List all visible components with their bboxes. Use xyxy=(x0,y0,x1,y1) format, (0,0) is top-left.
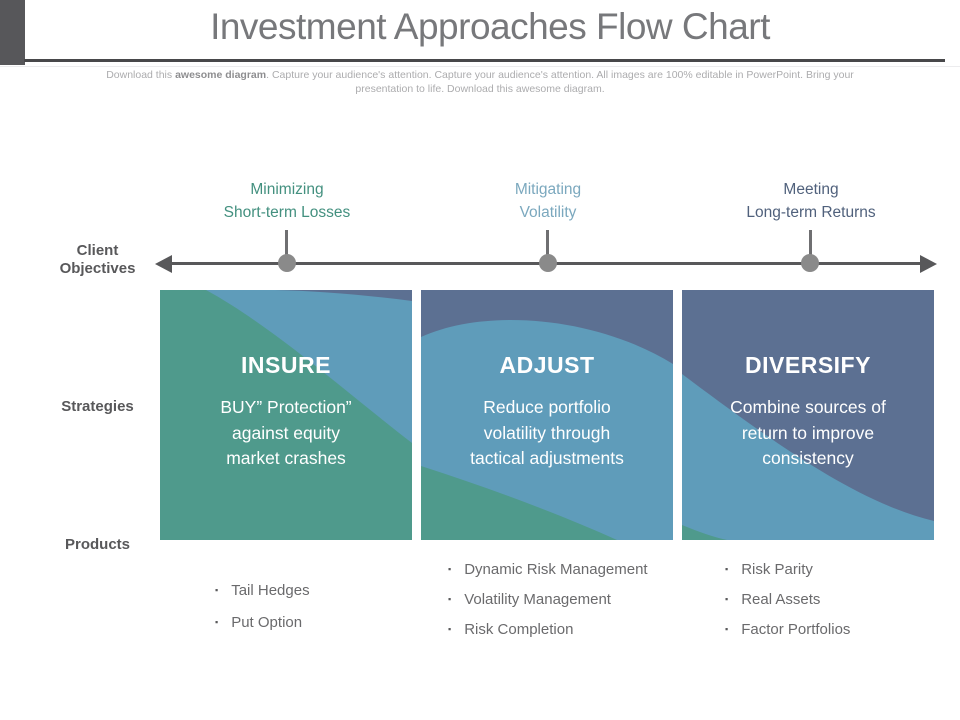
objective-line1: Meeting xyxy=(783,181,839,198)
list-item-label: Factor Portfolios xyxy=(741,621,851,638)
desc-line: Reduce portfolio xyxy=(483,397,611,417)
bullet-icon: ▪ xyxy=(448,624,452,634)
objective-line2: Volatility xyxy=(519,204,577,221)
strategy-card-insure: INSURE BUY” Protection” against equity m… xyxy=(160,290,412,540)
list-item-label: Put Option xyxy=(231,614,303,631)
arrow-left-icon xyxy=(155,255,172,273)
desc-line: market crashes xyxy=(226,448,346,468)
card-title: DIVERSIFY xyxy=(745,352,871,378)
bullet-icon: ▪ xyxy=(448,594,452,604)
list-item: ▪ Tail Hedges xyxy=(215,582,310,599)
bullet-icon: ▪ xyxy=(725,594,729,604)
page-title: Investment Approaches Flow Chart xyxy=(210,6,770,47)
card-title: ADJUST xyxy=(499,352,595,378)
objective-line2: Long-term Returns xyxy=(746,204,876,221)
timeline-connector xyxy=(285,230,288,256)
wave-shape xyxy=(682,525,727,540)
list-item-label: Volatility Management xyxy=(464,591,611,608)
list-item: ▪ Volatility Management xyxy=(448,591,648,608)
list-item: ▪ Risk Completion xyxy=(448,621,648,638)
wave-shape xyxy=(275,290,412,301)
objective-label-mitigating: Mitigating Volatility xyxy=(428,178,668,224)
list-item: ▪ Factor Portfolios xyxy=(725,621,850,638)
arrow-right-icon xyxy=(920,255,937,273)
card-content: DIVERSIFY Combine sources of return to i… xyxy=(682,290,934,472)
bullet-icon: ▪ xyxy=(725,624,729,634)
objective-line1: Mitigating xyxy=(514,181,582,198)
list-item-label: Risk Parity xyxy=(741,561,813,578)
subtitle-bold: awesome diagram xyxy=(175,69,267,81)
subtitle-part2: . Capture your audience's attention. Cap… xyxy=(266,69,854,95)
timeline-dot xyxy=(539,254,557,272)
bullet-icon: ▪ xyxy=(725,564,729,574)
objective-line1: Minimizing xyxy=(250,181,324,198)
row-label-products: Products xyxy=(64,536,130,553)
card-description: Combine sources of return to improve con… xyxy=(682,395,934,472)
timeline-connector xyxy=(809,230,812,256)
wave-shape xyxy=(206,290,412,443)
products-list-insure: ▪ Tail Hedges ▪ Put Option xyxy=(215,582,310,646)
products-list-adjust: ▪ Dynamic Risk Management ▪ Volatility Man… xyxy=(448,561,648,651)
corner-accent-bar xyxy=(0,0,25,65)
card-description: BUY” Protection” against equity market c… xyxy=(160,395,412,472)
list-item-label: Real Assets xyxy=(741,591,821,608)
bullet-icon: ▪ xyxy=(215,585,219,595)
row-label-strategies: Strategies xyxy=(61,398,134,415)
card-description: Reduce portfolio volatility through tact… xyxy=(421,395,673,472)
title-underline xyxy=(24,59,945,62)
card-wave-graphic xyxy=(421,290,673,540)
desc-line: against equity xyxy=(232,422,340,443)
subtitle: Download this awesome diagram. Capture y… xyxy=(100,69,860,96)
subtitle-part1: Download this xyxy=(106,69,176,81)
wave-shape xyxy=(421,290,673,364)
card-wave-graphic xyxy=(682,374,934,540)
strategy-card-adjust: ADJUST Reduce portfolio volatility throu… xyxy=(421,290,673,540)
list-item-label: Dynamic Risk Management xyxy=(464,561,648,578)
row-label-line: Client xyxy=(76,242,119,259)
list-item: ▪ Risk Parity xyxy=(725,561,850,578)
timeline-connector xyxy=(546,230,549,256)
products-list-diversify: ▪ Risk Parity ▪ Real Assets ▪ Factor Portfo… xyxy=(725,561,850,651)
wave-shape xyxy=(682,374,934,540)
list-item-label: Risk Completion xyxy=(464,621,574,638)
card-content: INSURE BUY” Protection” against equity m… xyxy=(160,290,412,472)
list-item: ▪ Real Assets xyxy=(725,591,850,608)
card-wave-graphic xyxy=(206,290,412,443)
bullet-icon: ▪ xyxy=(448,564,452,574)
timeline-dot xyxy=(801,254,819,272)
card-content: ADJUST Reduce portfolio volatility throu… xyxy=(421,290,673,472)
row-label-line: Objectives xyxy=(59,259,136,277)
strategy-card-diversify: DIVERSIFY Combine sources of return to i… xyxy=(682,290,934,540)
header-divider xyxy=(0,66,960,67)
timeline-dot xyxy=(278,254,296,272)
objective-label-meeting: Meeting Long-term Returns xyxy=(691,178,931,224)
desc-line: BUY” Protection” xyxy=(220,397,352,417)
objective-line2: Short-term Losses xyxy=(223,204,351,221)
row-label-client-objectives: Client Objectives xyxy=(45,242,150,277)
desc-line: tactical adjustments xyxy=(470,448,624,468)
wave-shape xyxy=(421,466,617,540)
card-title: INSURE xyxy=(241,352,331,378)
list-item: ▪ Dynamic Risk Management xyxy=(448,561,648,578)
desc-line: consistency xyxy=(762,448,854,468)
list-item-label: Tail Hedges xyxy=(231,582,310,599)
bullet-icon: ▪ xyxy=(215,617,219,627)
list-item: ▪ Put Option xyxy=(215,614,310,631)
desc-line: return to improve xyxy=(741,422,875,443)
desc-line: Combine sources of xyxy=(730,397,886,417)
desc-line: volatility through xyxy=(483,422,611,443)
objective-label-minimizing: Minimizing Short-term Losses xyxy=(167,178,407,224)
